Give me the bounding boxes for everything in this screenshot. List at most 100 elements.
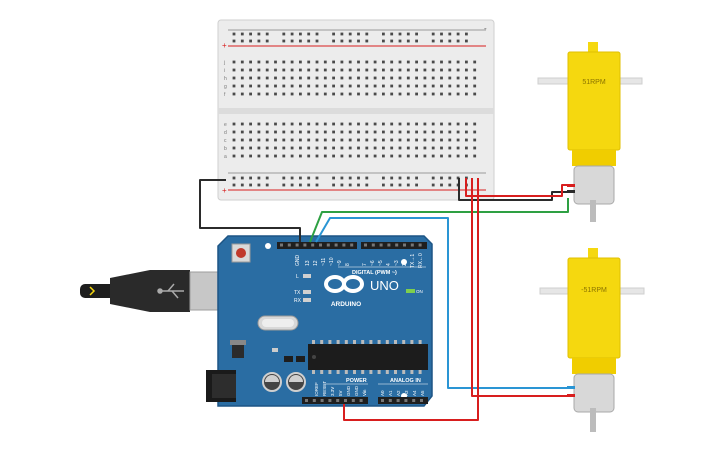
breadboard-hole[interactable]	[440, 130, 443, 134]
breadboard-hole[interactable]	[473, 60, 477, 64]
rail-hole[interactable]	[315, 176, 319, 180]
header-pin[interactable]	[303, 243, 307, 247]
motor-terminal-black[interactable]	[567, 190, 575, 193]
rail-hole[interactable]	[440, 32, 443, 36]
rail-hole[interactable]	[299, 176, 302, 180]
breadboard-hole[interactable]	[465, 60, 468, 64]
rail-hole[interactable]	[249, 183, 252, 187]
breadboard-hole[interactable]	[390, 60, 394, 64]
breadboard-hole[interactable]	[315, 60, 319, 64]
motor-terminal-red[interactable]	[567, 184, 575, 187]
breadboard-hole[interactable]	[265, 68, 269, 72]
header-pin[interactable]	[336, 399, 340, 402]
breadboard-hole[interactable]	[390, 154, 394, 158]
breadboard-hole[interactable]	[373, 60, 377, 64]
rail-hole[interactable]	[265, 32, 269, 36]
breadboard-hole[interactable]	[456, 60, 460, 64]
breadboard-hole[interactable]	[274, 138, 277, 142]
breadboard-hole[interactable]	[332, 84, 335, 88]
rail-hole[interactable]	[307, 183, 311, 187]
rail-hole[interactable]	[307, 32, 311, 36]
breadboard-hole[interactable]	[249, 130, 252, 134]
breadboard-hole[interactable]	[315, 154, 319, 158]
rail-hole[interactable]	[332, 32, 335, 36]
breadboard-hole[interactable]	[357, 154, 360, 158]
rail-hole[interactable]	[448, 176, 452, 180]
breadboard-hole[interactable]	[431, 130, 435, 134]
breadboard-hole[interactable]	[274, 92, 277, 96]
breadboard-hole[interactable]	[249, 154, 252, 158]
rail-hole[interactable]	[448, 39, 452, 43]
breadboard-hole[interactable]	[456, 146, 460, 150]
breadboard-hole[interactable]	[315, 76, 319, 80]
arduino-uno[interactable]: GND 13 12 ~11 ~10 ~9 8 7 ~6 ~5 4 ~3 2 TX…	[206, 235, 433, 407]
breadboard-hole[interactable]	[257, 122, 261, 126]
breadboard-hole[interactable]	[390, 130, 394, 134]
breadboard-hole[interactable]	[265, 130, 269, 134]
breadboard-hole[interactable]	[340, 130, 344, 134]
breadboard-hole[interactable]	[382, 138, 385, 142]
header-pin[interactable]	[326, 243, 330, 247]
rail-hole[interactable]	[282, 32, 286, 36]
rail-hole[interactable]	[257, 183, 261, 187]
breadboard-hole[interactable]	[232, 154, 236, 158]
breadboard-hole[interactable]	[323, 138, 327, 142]
rail-hole[interactable]	[282, 39, 286, 43]
breadboard-hole[interactable]	[240, 138, 244, 142]
rail-hole[interactable]	[299, 183, 302, 187]
breadboard-hole[interactable]	[240, 130, 244, 134]
rail-hole[interactable]	[249, 39, 252, 43]
breadboard-hole[interactable]	[323, 122, 327, 126]
breadboard-hole[interactable]	[423, 154, 427, 158]
rail-hole[interactable]	[398, 176, 402, 180]
rail-hole[interactable]	[340, 176, 344, 180]
breadboard-hole[interactable]	[365, 130, 369, 134]
reset-button-cap[interactable]	[236, 248, 246, 258]
breadboard-hole[interactable]	[465, 154, 468, 158]
breadboard-hole[interactable]	[365, 76, 369, 80]
breadboard-hole[interactable]	[257, 68, 261, 72]
rail-hole[interactable]	[315, 183, 319, 187]
rail-hole[interactable]	[299, 32, 302, 36]
breadboard-hole[interactable]	[282, 60, 286, 64]
breadboard-hole[interactable]	[423, 146, 427, 150]
breadboard-hole[interactable]	[299, 76, 302, 80]
breadboard-hole[interactable]	[382, 122, 385, 126]
breadboard-hole[interactable]	[290, 138, 294, 142]
rail-hole[interactable]	[299, 39, 302, 43]
rail-hole[interactable]	[431, 39, 435, 43]
breadboard-hole[interactable]	[431, 138, 435, 142]
breadboard-hole[interactable]	[440, 60, 443, 64]
breadboard-hole[interactable]	[390, 138, 394, 142]
breadboard-hole[interactable]	[340, 84, 344, 88]
breadboard-hole[interactable]	[456, 122, 460, 126]
breadboard-hole[interactable]	[415, 138, 418, 142]
breadboard-hole[interactable]	[282, 92, 286, 96]
breadboard-hole[interactable]	[240, 68, 244, 72]
rail-hole[interactable]	[348, 32, 352, 36]
header-pin[interactable]	[295, 243, 299, 247]
rail-hole[interactable]	[382, 32, 385, 36]
breadboard-hole[interactable]	[232, 76, 236, 80]
breadboard-hole[interactable]	[456, 76, 460, 80]
rail-hole[interactable]	[348, 183, 352, 187]
wire-red-motor-bottom[interactable]	[471, 178, 567, 397]
rail-hole[interactable]	[456, 39, 460, 43]
breadboard-hole[interactable]	[406, 138, 410, 142]
breadboard-hole[interactable]	[373, 84, 377, 88]
breadboard-hole[interactable]	[307, 122, 311, 126]
breadboard-hole[interactable]	[398, 130, 402, 134]
rail-hole[interactable]	[398, 39, 402, 43]
breadboard-hole[interactable]	[448, 146, 452, 150]
breadboard-hole[interactable]	[282, 130, 286, 134]
wire-red-5v[interactable]	[343, 178, 479, 421]
breadboard-hole[interactable]	[398, 76, 402, 80]
breadboard-hole[interactable]	[240, 92, 244, 96]
breadboard-hole[interactable]	[274, 76, 277, 80]
breadboard-hole[interactable]	[274, 154, 277, 158]
digital-header-right[interactable]	[361, 242, 427, 249]
breadboard-hole[interactable]	[340, 138, 344, 142]
breadboard-hole[interactable]	[398, 68, 402, 72]
rail-hole[interactable]	[232, 176, 236, 180]
breadboard-hole[interactable]	[332, 60, 335, 64]
